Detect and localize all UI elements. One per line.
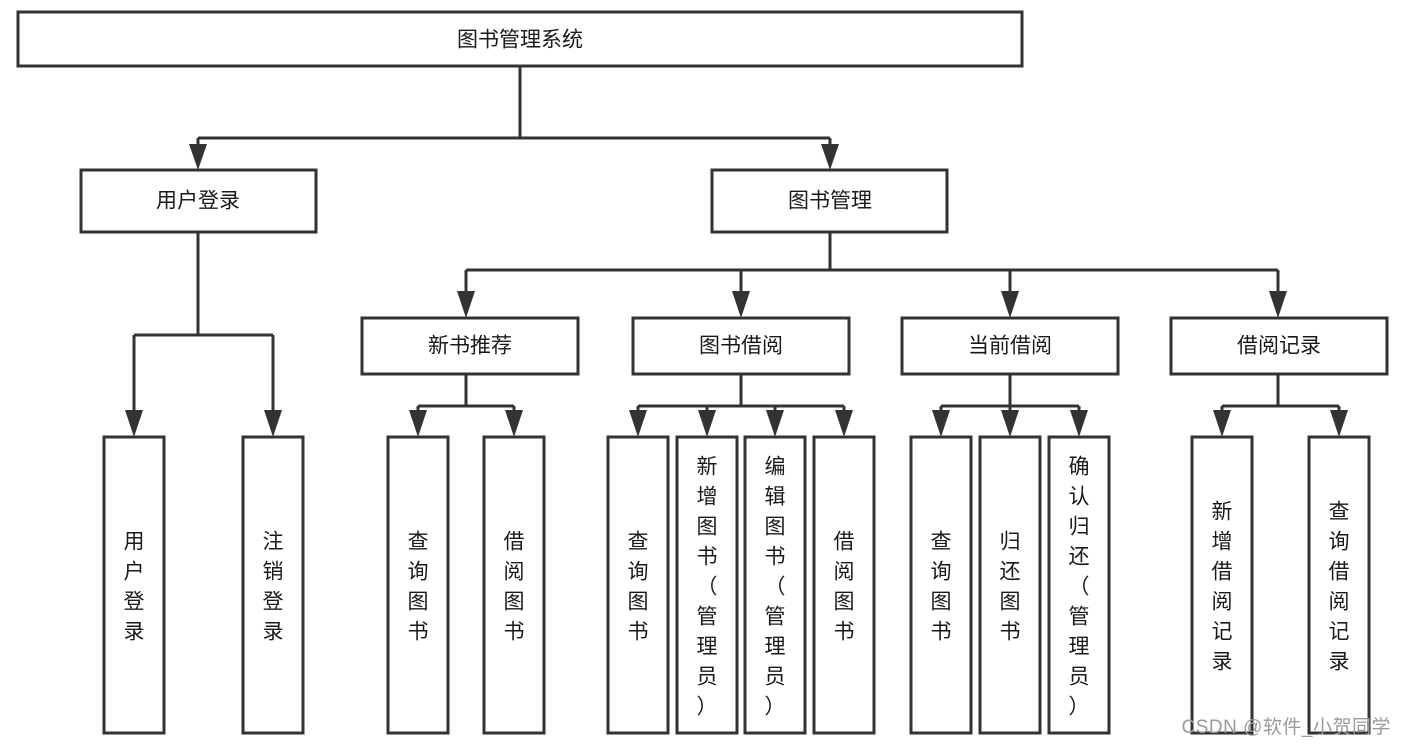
node-book-manage-box[interactable] — [710, 168, 949, 234]
node-new-book-recommend-label: 新书推荐 — [428, 335, 512, 358]
arrow-head-user-login — [189, 144, 207, 170]
node-leaf-borrow-book-2-box[interactable] — [812, 435, 876, 735]
node-leaf-confirm-return[interactable]: 确认归还（管理员） — [1047, 435, 1111, 735]
node-leaf-confirm-return-box[interactable] — [1047, 435, 1111, 735]
arrow-head-current-borrow — [1001, 291, 1019, 318]
node-leaf-query-book-1-box[interactable] — [386, 435, 450, 735]
node-user-login-label: 用户登录 — [156, 190, 240, 213]
node-book-borrow-box[interactable] — [631, 316, 851, 376]
node-new-book-recommend-box[interactable] — [360, 316, 580, 376]
node-root-box[interactable] — [16, 10, 1024, 68]
arrow-head-book-borrow — [732, 291, 750, 318]
node-leaf-query-book-2-box[interactable] — [606, 435, 670, 735]
node-borrow-record[interactable]: 借阅记录 — [1169, 316, 1389, 376]
node-leaf-query-record-box[interactable] — [1307, 435, 1371, 735]
node-leaf-user-login-label: 用户登录 — [124, 530, 145, 643]
arrow-head-leaf-query-book-2 — [629, 410, 647, 437]
node-leaf-edit-book[interactable]: 编辑图书（管理员） — [743, 435, 807, 735]
arrow-head-leaf-return-book — [1001, 410, 1019, 437]
node-leaf-add-book[interactable]: 新增图书（管理员） — [675, 435, 739, 735]
node-leaf-user-logout-box[interactable] — [241, 435, 305, 735]
node-leaf-confirm-return-label: 确认归还（管理员） — [1069, 455, 1090, 718]
node-leaf-borrow-book-1-box[interactable] — [482, 435, 546, 735]
arrow-head-borrow-record — [1269, 291, 1287, 318]
node-leaf-query-book-2-label: 查询图书 — [628, 530, 649, 643]
arrow-head-leaf-add-book — [698, 410, 716, 437]
arrow-head-leaf-query-record — [1330, 410, 1348, 437]
node-leaf-query-book-3-label: 查询图书 — [931, 530, 952, 643]
node-leaf-edit-book-label: 编辑图书（管理员） — [765, 455, 786, 718]
arrow-head-leaf-query-book-1 — [409, 410, 427, 437]
node-leaf-query-book-3[interactable]: 查询图书 — [909, 435, 973, 735]
csdn-watermark: CSDN @软件_小贺同学 — [1181, 717, 1391, 738]
node-leaf-query-record[interactable]: 查询借阅记录 — [1307, 435, 1371, 735]
arrow-head-leaf-user-login — [125, 410, 143, 437]
node-leaf-return-book[interactable]: 归还图书 — [978, 435, 1042, 735]
node-leaf-add-book-box[interactable] — [675, 435, 739, 735]
node-root[interactable]: 图书管理系统 — [16, 10, 1024, 68]
arrow-head-leaf-query-book-3 — [932, 410, 950, 437]
arrow-head-leaf-borrow-book-1 — [505, 410, 523, 437]
node-leaf-add-record-label: 新增借阅记录 — [1212, 500, 1233, 673]
node-leaf-edit-book-box[interactable] — [743, 435, 807, 735]
node-leaf-user-logout-label: 注销登录 — [263, 530, 284, 643]
arrow-head-leaf-user-logout — [264, 410, 282, 437]
node-leaf-return-book-label: 归还图书 — [1000, 530, 1021, 643]
node-leaf-query-book-3-box[interactable] — [909, 435, 973, 735]
node-book-manage-label: 图书管理 — [788, 190, 872, 213]
node-leaf-add-record[interactable]: 新增借阅记录 — [1190, 435, 1254, 735]
node-leaf-user-logout[interactable]: 注销登录 — [241, 435, 305, 735]
node-leaf-borrow-book-2-label: 借阅图书 — [834, 530, 855, 643]
arrow-head-leaf-confirm-return — [1070, 410, 1088, 437]
arrow-head-leaf-edit-book — [766, 410, 784, 437]
node-leaf-return-book-box[interactable] — [978, 435, 1042, 735]
node-leaf-query-book-1[interactable]: 查询图书 — [386, 435, 450, 735]
node-root-label: 图书管理系统 — [457, 29, 583, 52]
node-leaf-borrow-book-2[interactable]: 借阅图书 — [812, 435, 876, 735]
node-borrow-record-box[interactable] — [1169, 316, 1389, 376]
node-leaf-query-book-1-label: 查询图书 — [408, 530, 429, 643]
node-current-borrow-box[interactable] — [900, 316, 1120, 376]
node-leaf-borrow-book-1-label: 借阅图书 — [504, 530, 525, 643]
node-book-borrow-label: 图书借阅 — [699, 335, 783, 358]
node-leaf-user-login[interactable]: 用户登录 — [102, 435, 166, 735]
node-borrow-record-label: 借阅记录 — [1237, 335, 1321, 358]
arrow-head-leaf-add-record — [1213, 410, 1231, 437]
node-leaf-user-login-box[interactable] — [102, 435, 166, 735]
node-leaf-add-record-box[interactable] — [1190, 435, 1254, 735]
node-leaf-borrow-book-1[interactable]: 借阅图书 — [482, 435, 546, 735]
connector-layer — [125, 66, 1348, 437]
node-current-borrow-label: 当前借阅 — [968, 335, 1052, 358]
node-user-login[interactable]: 用户登录 — [79, 168, 318, 234]
arrow-head-new-book-recommend — [457, 291, 475, 318]
node-leaf-query-record-label: 查询借阅记录 — [1329, 500, 1350, 673]
node-leaf-add-book-label: 新增图书（管理员） — [697, 455, 718, 718]
node-book-manage[interactable]: 图书管理 — [710, 168, 949, 234]
arrow-head-leaf-borrow-book-2 — [835, 410, 853, 437]
node-book-borrow[interactable]: 图书借阅 — [631, 316, 851, 376]
node-new-book-recommend[interactable]: 新书推荐 — [360, 316, 580, 376]
node-user-login-box[interactable] — [79, 168, 318, 234]
node-leaf-query-book-2[interactable]: 查询图书 — [606, 435, 670, 735]
arrow-head-book-manage — [821, 144, 839, 170]
node-current-borrow[interactable]: 当前借阅 — [900, 316, 1120, 376]
